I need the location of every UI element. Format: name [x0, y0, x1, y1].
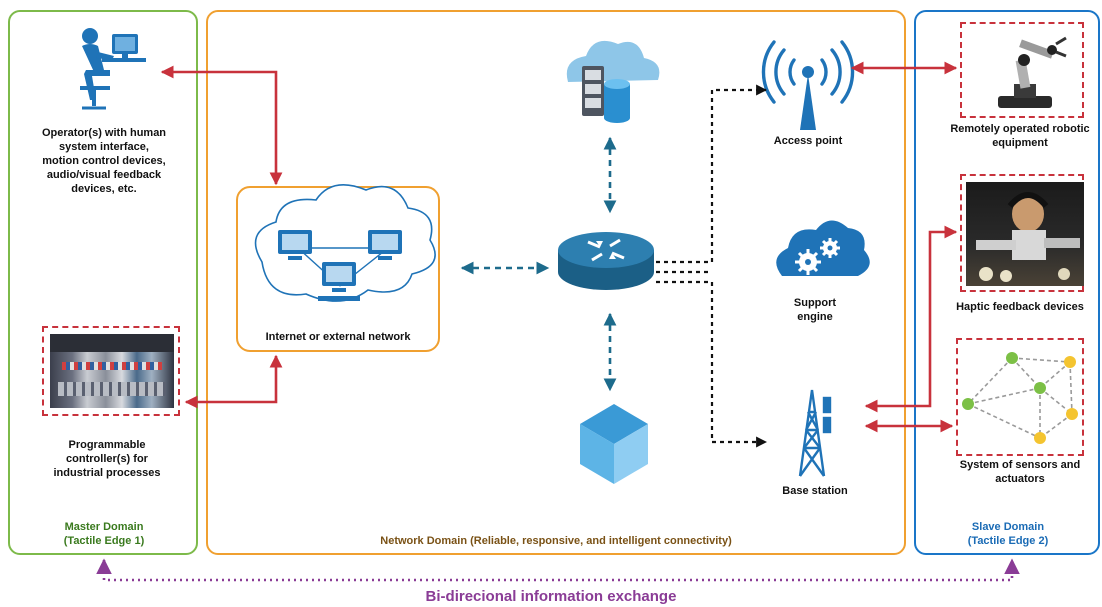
master-domain-title: Master Domain (Tactile Edge 1) — [63, 521, 145, 547]
base-station-label: Base station — [782, 485, 848, 497]
master-domain-box — [8, 10, 198, 555]
robot-photo — [968, 30, 1078, 112]
plc-dashed-frame — [42, 326, 180, 416]
internet-cloud-icon — [254, 184, 436, 302]
router-icon — [558, 232, 654, 290]
base-station-icon — [798, 389, 832, 477]
plc-photo — [50, 334, 174, 408]
plc-to-internet-arrow — [184, 354, 283, 409]
sensor-network-diagram — [962, 352, 1078, 444]
operator-label: Operator(s) with human system interface,… — [41, 127, 167, 195]
network-domain-title: Network Domain (Reliable, responsive, an… — [380, 535, 732, 547]
support-engine-label: Support engine — [793, 297, 837, 323]
bidirectional-exchange-arrow — [96, 558, 1020, 582]
robot-dashed-frame — [960, 22, 1084, 118]
support-engine-icon — [776, 220, 870, 276]
bidirectional-exchange-label: Bi-direcional information exchange — [425, 588, 677, 605]
internet-label: Internet or external network — [265, 331, 411, 343]
robotic-label: Remotely operated robotic equipment — [950, 123, 1090, 149]
haptic-photo — [966, 182, 1084, 286]
slave-domain-title: Slave Domain (Tactile Edge 2) — [967, 521, 1049, 547]
operator-icon — [80, 28, 146, 110]
access-point-icon — [761, 40, 855, 130]
access-point-label: Access point — [773, 135, 843, 147]
cube-icon — [580, 404, 648, 484]
sensors-label: System of sensors and actuators — [959, 459, 1081, 485]
cloud-server-icon — [566, 40, 660, 123]
operator-to-internet-arrow — [160, 65, 283, 186]
haptic-label: Haptic feedback devices — [956, 301, 1084, 313]
router-to-basestation-arrow — [656, 280, 768, 448]
plc-label: Programmable controller(s) for industria… — [53, 439, 161, 479]
router-to-accesspoint-arrow — [656, 84, 768, 264]
basestation-to-haptic-arrow — [864, 225, 958, 413]
